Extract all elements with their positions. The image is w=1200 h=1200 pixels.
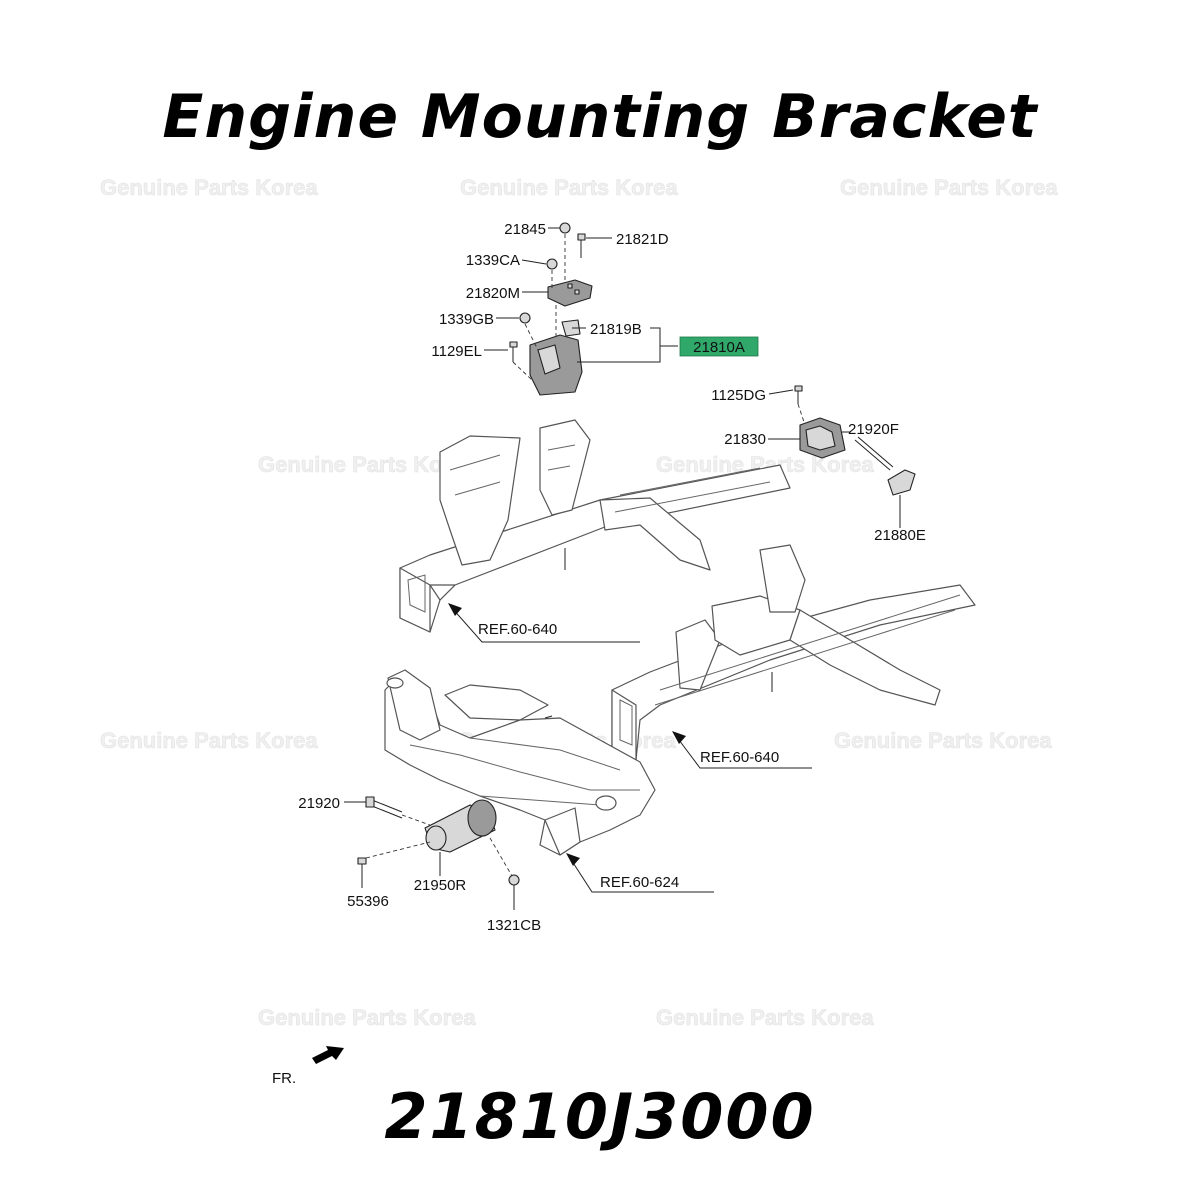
label-21820M: 21820M [466,285,520,302]
label-1321CB: 1321CB [487,917,541,934]
label-21810A: 21810A [693,339,745,356]
arrow-head-icon [672,731,686,744]
page-title: Engine Mounting Bracket [162,82,1038,152]
reference-labels: REF.60-640 REF.60-640 REF.60-624 [478,621,779,891]
bracket-21819B [561,319,581,337]
label-1125DG: 1125DG [711,387,766,404]
part-number: 21810J3000 [384,1080,816,1153]
frame-rail-left [399,419,791,633]
label-21845: 21845 [504,221,546,238]
watermark-text: Genuine Parts Korea [258,1005,476,1030]
nut-1339CA [546,258,558,270]
reference-arrows [448,603,812,893]
front-label: FR. [272,1070,296,1087]
bolt-head-1129EL [509,341,518,348]
label-55396: 55396 [347,893,389,910]
label-1129EL: 1129EL [431,343,482,360]
ref-label-2: REF.60-640 [700,749,779,766]
label-1339CA: 1339CA [466,252,520,269]
bracket-21820M [547,279,593,307]
label-21830: 21830 [724,431,766,448]
watermark-text: Genuine Parts Korea [100,175,318,200]
highlight-badge [679,336,759,357]
leader-lines [344,227,901,910]
arrow-head-icon [448,603,462,616]
label-21920: 21920 [298,795,340,812]
label-21819B: 21819B [590,321,642,338]
watermark-text: Genuine Parts Korea [840,175,1058,200]
front-arrow-icon [312,1046,344,1064]
ref-label-3: REF.60-624 [600,874,679,891]
label-21880E: 21880E [874,527,926,544]
engine-mount-right [794,385,916,496]
label-21821D: 21821D [616,231,669,248]
watermark-text: Genuine Parts Korea [834,728,1052,753]
subframe [384,669,656,856]
front-indicator: FR. [272,1046,344,1087]
frame-rail-right [611,544,976,761]
nut-21845 [559,222,571,234]
label-21950R: 21950R [414,877,467,894]
nut-1339GB [519,312,531,324]
bolt-head-1125DG [794,385,803,392]
arrow-head-icon [566,853,580,866]
roll-rod-mount [357,796,520,886]
bolt-head-21821D [577,233,586,241]
watermarks: Genuine Parts Korea Genuine Parts Korea … [100,175,1059,1031]
label-1339GB: 1339GB [439,311,494,328]
label-21920F: 21920F [848,421,899,438]
watermark-text: Genuine Parts Korea [460,175,678,200]
bracket-21880E [887,469,916,496]
engine-mount-upper [509,222,593,396]
watermark-text: Genuine Parts Korea [656,1005,874,1030]
watermark-text: Genuine Parts Korea [100,728,318,753]
ref-label-1: REF.60-640 [478,621,557,638]
part-labels: 21845 21821D 1339CA 21820M 1339GB 21819B… [298,221,926,934]
